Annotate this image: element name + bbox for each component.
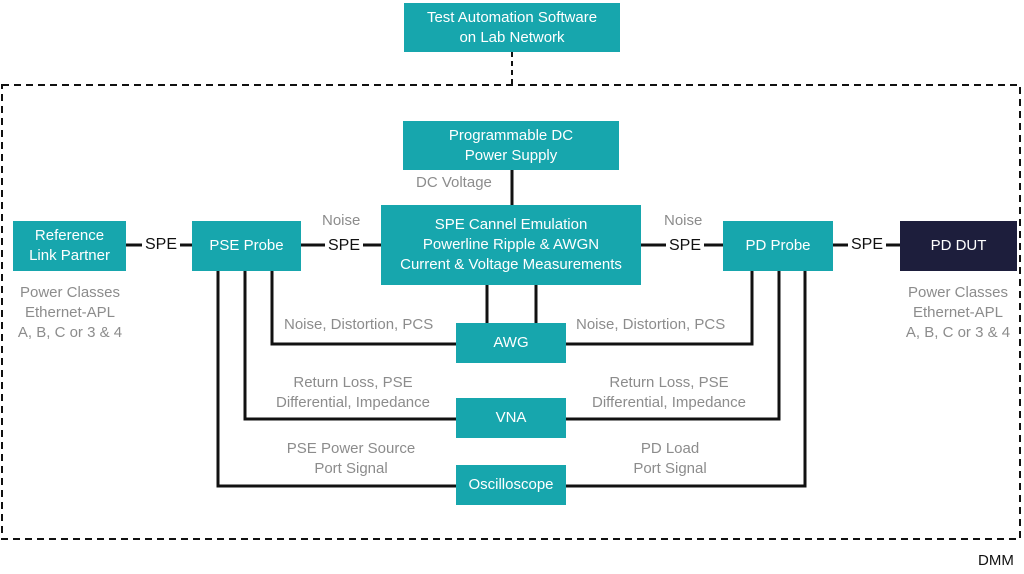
left-power-classes-line-2: Ethernet-APL bbox=[24, 304, 116, 321]
pse-probe-label: PSE Probe bbox=[209, 237, 284, 254]
scope-right-label-line-2: Port Signal bbox=[633, 460, 707, 477]
test-automation-software-box: Test Automation Software on Lab Network bbox=[404, 3, 620, 52]
reference-line-2: Link Partner bbox=[29, 247, 110, 264]
dmm-boundary bbox=[1, 84, 1021, 540]
pse-probe-box: PSE Probe bbox=[192, 221, 301, 271]
right-power-classes-line-2: Ethernet-APL bbox=[912, 304, 1004, 321]
vna-left-label-line-2: Differential, Impedance bbox=[276, 394, 430, 411]
scope-right-line bbox=[566, 271, 807, 488]
oscilloscope-label: Oscilloscope bbox=[468, 476, 554, 493]
vna-left-label: Return Loss, PSE Differential, Impedance bbox=[258, 373, 448, 413]
left-power-classes-line-1: Power Classes bbox=[19, 284, 121, 301]
right-power-classes-line-1: Power Classes bbox=[907, 284, 1009, 301]
software-line-2: on Lab Network bbox=[459, 28, 565, 46]
pd-probe-box: PD Probe bbox=[723, 221, 833, 271]
spe-label-4: SPE bbox=[848, 235, 887, 255]
awg-right-line bbox=[566, 271, 754, 346]
noise-label-right: Noise bbox=[664, 212, 703, 229]
oscilloscope-box: Oscilloscope bbox=[456, 465, 566, 505]
scope-right-label: PD Load Port Signal bbox=[612, 439, 728, 479]
noise-label-left: Noise bbox=[322, 212, 361, 229]
vna-left-line bbox=[243, 271, 456, 421]
vna-right-line bbox=[566, 271, 781, 421]
scope-left-label-line-1: PSE Power Source bbox=[286, 440, 416, 457]
reference-link-partner-box: Reference Link Partner bbox=[13, 221, 126, 271]
vna-right-label: Return Loss, PSE Differential, Impedance bbox=[574, 373, 764, 413]
software-line-1: Test Automation Software bbox=[426, 8, 598, 26]
pd-probe-label: PD Probe bbox=[745, 237, 811, 254]
pd-dut-box: PD DUT bbox=[900, 221, 1017, 271]
vna-right-label-line-2: Differential, Impedance bbox=[592, 394, 746, 411]
awg-right-label: Noise, Distortion, PCS bbox=[576, 316, 726, 333]
reference-line-1: Reference bbox=[34, 227, 105, 244]
pd-dut-label: PD DUT bbox=[930, 237, 987, 254]
spe-label-1: SPE bbox=[142, 235, 181, 255]
vna-label: VNA bbox=[495, 409, 527, 426]
left-power-classes-line-3: A, B, C or 3 & 4 bbox=[17, 324, 123, 341]
awg-box: AWG bbox=[456, 323, 566, 363]
emulation-line-1: SPE Cannel Emulation bbox=[434, 216, 588, 233]
emulation-line-2: Powerline Ripple & AWGN bbox=[422, 236, 600, 253]
scope-left-line bbox=[216, 271, 456, 488]
awg-left-label: Noise, Distortion, PCS bbox=[284, 316, 434, 333]
spe-label-3: SPE bbox=[666, 236, 705, 256]
right-power-classes: Power Classes Ethernet-APL A, B, C or 3 … bbox=[894, 283, 1022, 343]
scope-left-label-line-2: Port Signal bbox=[314, 460, 388, 477]
dc-voltage-label: DC Voltage bbox=[416, 174, 492, 191]
left-power-classes: Power Classes Ethernet-APL A, B, C or 3 … bbox=[6, 283, 134, 343]
power-supply-line-2: Power Supply bbox=[464, 146, 558, 164]
power-supply-box: Programmable DC Power Supply bbox=[403, 121, 619, 170]
vna-right-label-line-1: Return Loss, PSE bbox=[609, 374, 729, 391]
awg-label: AWG bbox=[493, 334, 529, 351]
awg-left-line bbox=[270, 271, 456, 346]
vna-box: VNA bbox=[456, 398, 566, 438]
spe-emulation-box: SPE Cannel Emulation Powerline Ripple & … bbox=[381, 205, 641, 285]
vna-left-label-line-1: Return Loss, PSE bbox=[293, 374, 413, 391]
scope-left-label: PSE Power Source Port Signal bbox=[270, 439, 432, 479]
spe-label-2: SPE bbox=[325, 236, 364, 256]
right-power-classes-line-3: A, B, C or 3 & 4 bbox=[905, 324, 1011, 341]
power-supply-line-1: Programmable DC bbox=[448, 126, 574, 144]
emulation-line-3: Current & Voltage Measurements bbox=[400, 256, 622, 273]
scope-right-label-line-1: PD Load bbox=[640, 440, 700, 457]
dmm-label: DMM bbox=[978, 552, 1014, 569]
